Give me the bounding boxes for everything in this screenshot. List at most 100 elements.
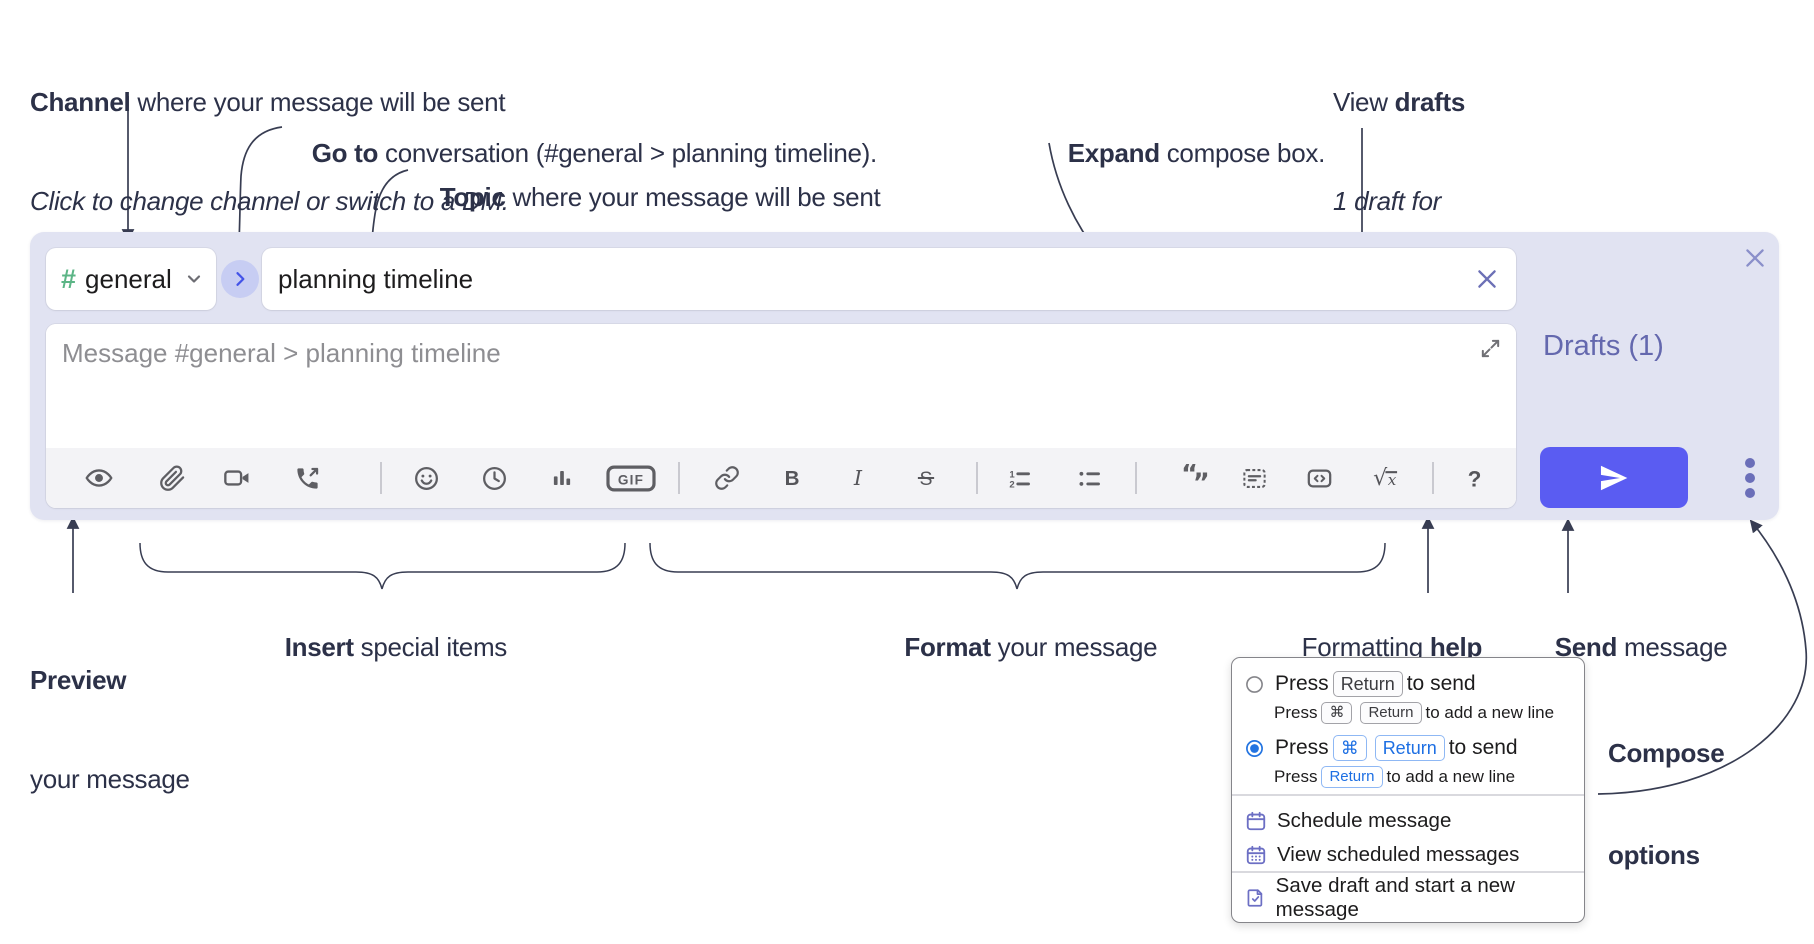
- bold-run: Expand: [1067, 138, 1160, 168]
- compose-box: # general planning timeline Message #gen…: [30, 232, 1779, 520]
- italic-icon: I: [853, 466, 863, 490]
- recent-button[interactable]: [472, 456, 516, 500]
- send-option-return[interactable]: Press Return to send: [1232, 670, 1597, 698]
- blockquote-button[interactable]: “”: [1172, 456, 1216, 500]
- bulleted-list-icon: [1078, 471, 1100, 486]
- poll-button[interactable]: [540, 456, 584, 500]
- keycap-cmd: ⌘: [1332, 734, 1367, 762]
- link-button[interactable]: [705, 456, 749, 500]
- video-clip-button[interactable]: [215, 456, 259, 500]
- italic-button[interactable]: I: [836, 456, 880, 500]
- topic-value: planning timeline: [278, 263, 474, 294]
- strikethrough-icon: S: [917, 468, 935, 490]
- option-text: Press: [1275, 736, 1329, 759]
- text-run: menu: [1608, 940, 1724, 944]
- drafts-sub-line2: 1 draft for: [1333, 186, 1441, 216]
- channel-name: general: [85, 263, 172, 294]
- radio-unselected-icon: [1246, 675, 1263, 693]
- channel-annotation: Channel where your message will be sent …: [30, 20, 509, 284]
- strikethrough-button[interactable]: S: [904, 456, 948, 500]
- close-icon: [1478, 270, 1496, 288]
- calendar-icon: [1246, 811, 1266, 830]
- clear-topic-button[interactable]: [1474, 266, 1500, 292]
- channel-annotation-sub: Click to change channel or switch to a D…: [30, 186, 509, 216]
- message-input[interactable]: Message #general > planning timeline: [46, 324, 1516, 448]
- toolbar-divider: [1135, 462, 1137, 494]
- chevron-down-icon: [184, 269, 204, 289]
- close-icon: [1746, 249, 1764, 267]
- menu-divider: [1232, 794, 1584, 796]
- bold-run: Insert: [284, 632, 354, 662]
- audio-clip-button[interactable]: [285, 456, 329, 500]
- inline-code-button[interactable]: [1297, 456, 1341, 500]
- menu-item-save-draft[interactable]: Save draft and start a new message: [1232, 874, 1584, 921]
- svg-text:B: B: [785, 467, 800, 490]
- expand-compose-button[interactable]: [1476, 334, 1504, 362]
- compose-options-button[interactable]: [1730, 452, 1770, 504]
- bold-run: Compose: [1608, 738, 1725, 768]
- keycap-return: Return: [1360, 702, 1422, 725]
- inline-code-icon: [1307, 469, 1331, 487]
- expand-icon: [1481, 339, 1499, 357]
- menu-item-label: View scheduled messages: [1277, 842, 1520, 866]
- send-option-cmd-return[interactable]: Press ⌘ Return to send: [1232, 734, 1597, 762]
- menu-item-label: Schedule message: [1277, 808, 1452, 832]
- formula-button[interactable]: √x: [1364, 456, 1408, 500]
- expand-annotation: Expand compose box.: [1040, 104, 1326, 203]
- text-run: View: [1333, 87, 1395, 117]
- insert-annotation: Insert special items: [232, 598, 532, 697]
- gif-button[interactable]: GIF: [606, 456, 656, 500]
- emoji-button[interactable]: [404, 456, 448, 500]
- keycap-return: Return: [1374, 734, 1445, 762]
- option-text: Press: [1275, 672, 1329, 695]
- channel-selector[interactable]: # general: [46, 248, 216, 310]
- bold-run: Channel: [30, 87, 131, 117]
- text-run: special items: [353, 632, 508, 662]
- bar-chart-icon: [553, 470, 571, 486]
- option-text: to send: [1406, 672, 1476, 695]
- go-to-annotation: Go to conversation (#general > planning …: [284, 104, 878, 203]
- format-annotation: Format your message: [867, 598, 1167, 697]
- svg-text:”: ”: [1193, 468, 1208, 492]
- message-placeholder: Message #general > planning timeline: [62, 338, 501, 368]
- text-run: compose box.: [1159, 138, 1326, 168]
- menu-item-view-scheduled[interactable]: View scheduled messages: [1232, 838, 1584, 871]
- clock-icon: [482, 466, 506, 490]
- svg-text:2: 2: [1009, 479, 1014, 490]
- go-to-conversation-button[interactable]: [221, 260, 259, 298]
- preview-button[interactable]: [77, 456, 121, 500]
- option-text: to send: [1448, 736, 1518, 759]
- attachment-button[interactable]: [150, 456, 194, 500]
- bold-button[interactable]: B: [770, 456, 814, 500]
- bold-run: Preview: [30, 665, 127, 695]
- bulleted-list-button[interactable]: [1067, 456, 1111, 500]
- video-camera-icon: [224, 470, 249, 486]
- code-block-button[interactable]: [1232, 456, 1276, 500]
- drafts-link[interactable]: Drafts (1): [1543, 330, 1664, 362]
- send-button[interactable]: [1540, 447, 1688, 508]
- paperclip-icon: [159, 464, 184, 491]
- menu-divider: [1232, 871, 1584, 873]
- bold-run: Format: [904, 632, 991, 662]
- radio-selected-icon: [1246, 739, 1263, 757]
- link-icon: [715, 466, 739, 490]
- formula-icon: √x: [1373, 465, 1398, 491]
- svg-text:1: 1: [1009, 469, 1015, 480]
- keycap-return: Return: [1332, 670, 1403, 698]
- formatting-help-button[interactable]: ?: [1452, 456, 1496, 500]
- eye-icon: [85, 469, 113, 487]
- format-brace: [649, 542, 1386, 590]
- text-run: where your message will be sent: [505, 182, 881, 212]
- sub-text: to add a new line: [1386, 767, 1516, 787]
- text-run: message: [1617, 632, 1728, 662]
- text-run: where your message will be sent: [130, 87, 506, 117]
- bold-run: drafts: [1394, 87, 1466, 117]
- close-compose-button[interactable]: [1740, 243, 1770, 273]
- channel-hash-icon: #: [61, 263, 77, 294]
- toolbar-divider: [1432, 462, 1434, 494]
- send-annotation: Send message: [1527, 598, 1728, 697]
- menu-item-schedule-message[interactable]: Schedule message: [1232, 804, 1584, 837]
- topic-input[interactable]: planning timeline: [262, 248, 1516, 310]
